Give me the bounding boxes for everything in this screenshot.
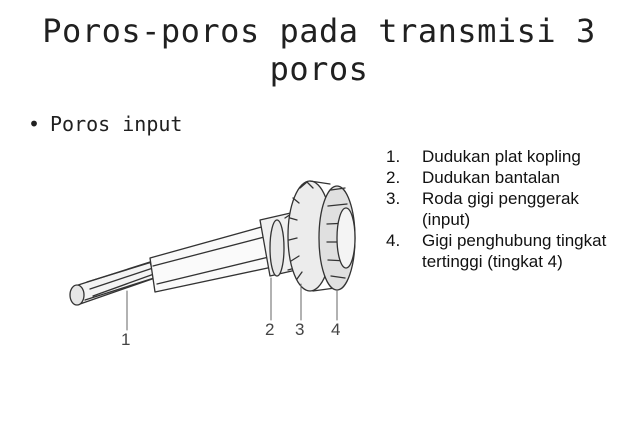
legend-item: 3. Roda gigi penggerak (input) [386, 188, 631, 230]
slide-title-line-1: Poros-poros pada transmisi 3 [42, 12, 596, 50]
legend-item: 4. Gigi penghubung tingkat tertinggi (ti… [386, 230, 631, 272]
parts-legend: 1. Dudukan plat kopling 2. Dudukan banta… [386, 146, 631, 272]
callout-1: 1 [121, 330, 131, 349]
input-shaft-drawing-icon [69, 180, 356, 331]
legend-number: 3. [386, 189, 401, 208]
bullet-item: • Poros input [28, 112, 182, 136]
callout-3: 3 [295, 320, 305, 339]
slide-title: Poros-poros pada transmisi 3 poros [0, 12, 638, 88]
legend-item: 1. Dudukan plat kopling [386, 146, 631, 167]
callout-2: 2 [265, 320, 275, 339]
input-shaft-figure: 1 2 3 4 [55, 158, 365, 353]
legend-text: Gigi penghubung tingkat tertinggi (tingk… [422, 231, 607, 271]
legend-text: Dudukan bantalan [422, 168, 561, 187]
legend-text: Roda gigi penggerak (input) [422, 189, 579, 229]
bullet-text: Poros input [50, 112, 183, 136]
callout-4: 4 [331, 320, 341, 339]
slide-title-line-2: poros [269, 50, 369, 88]
legend-item: 2. Dudukan bantalan [386, 167, 631, 188]
bullet-symbol: • [28, 112, 41, 136]
legend-number: 4. [386, 231, 401, 250]
legend-number: 2. [386, 168, 401, 187]
legend-number: 1. [386, 147, 401, 166]
legend-text: Dudukan plat kopling [422, 147, 581, 166]
